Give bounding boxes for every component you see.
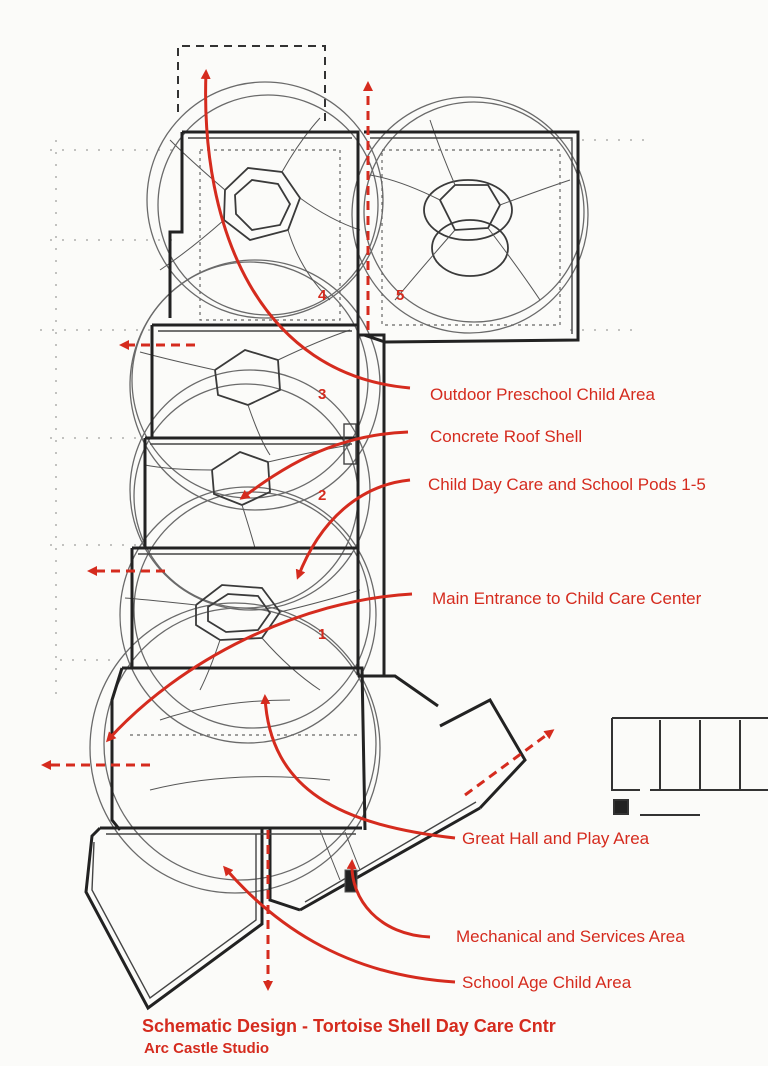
leader-school-age (223, 865, 456, 984)
leader-mechanical (346, 859, 431, 939)
leader-outdoor-preschool (200, 69, 411, 390)
callout-great-hall: Great Hall and Play Area (462, 829, 650, 848)
pod-number-3: 3 (318, 386, 327, 403)
callout-main-entrance: Main Entrance to Child Care Center (432, 589, 702, 608)
leader-great-hall (260, 694, 456, 840)
building-walls (84, 130, 580, 1011)
dotted-inner-walls (130, 149, 561, 736)
studio-name: Arc Castle Studio (144, 1040, 270, 1057)
shell-pencil-circles (89, 81, 589, 894)
callout-outdoor-preschool: Outdoor Preschool Child Area (430, 385, 655, 404)
callout-pods: Child Day Care and School Pods 1-5 (428, 475, 706, 494)
pod-number-5: 5 (396, 287, 405, 304)
shell-ribs (124, 117, 571, 791)
callout-mechanical: Mechanical and Services Area (456, 927, 685, 946)
pod-number-1: 1 (318, 626, 327, 643)
building-walls-inner (91, 137, 573, 1000)
callout-school-age: School Age Child Area (462, 973, 632, 992)
key-plan-inset (611, 717, 768, 816)
dashed-outline-top (177, 45, 326, 125)
leader-roof-shell (239, 430, 409, 500)
leader-main-entrance (105, 592, 413, 743)
drawing-title: Schematic Design - Tortoise Shell Day Ca… (142, 1016, 556, 1036)
pod-number-4: 4 (318, 287, 327, 304)
leader-pods (295, 478, 411, 580)
pod-number-2: 2 (318, 487, 327, 504)
callout-concrete-roof-shell: Concrete Roof Shell (430, 427, 583, 446)
red-leader-arrows (105, 69, 456, 984)
